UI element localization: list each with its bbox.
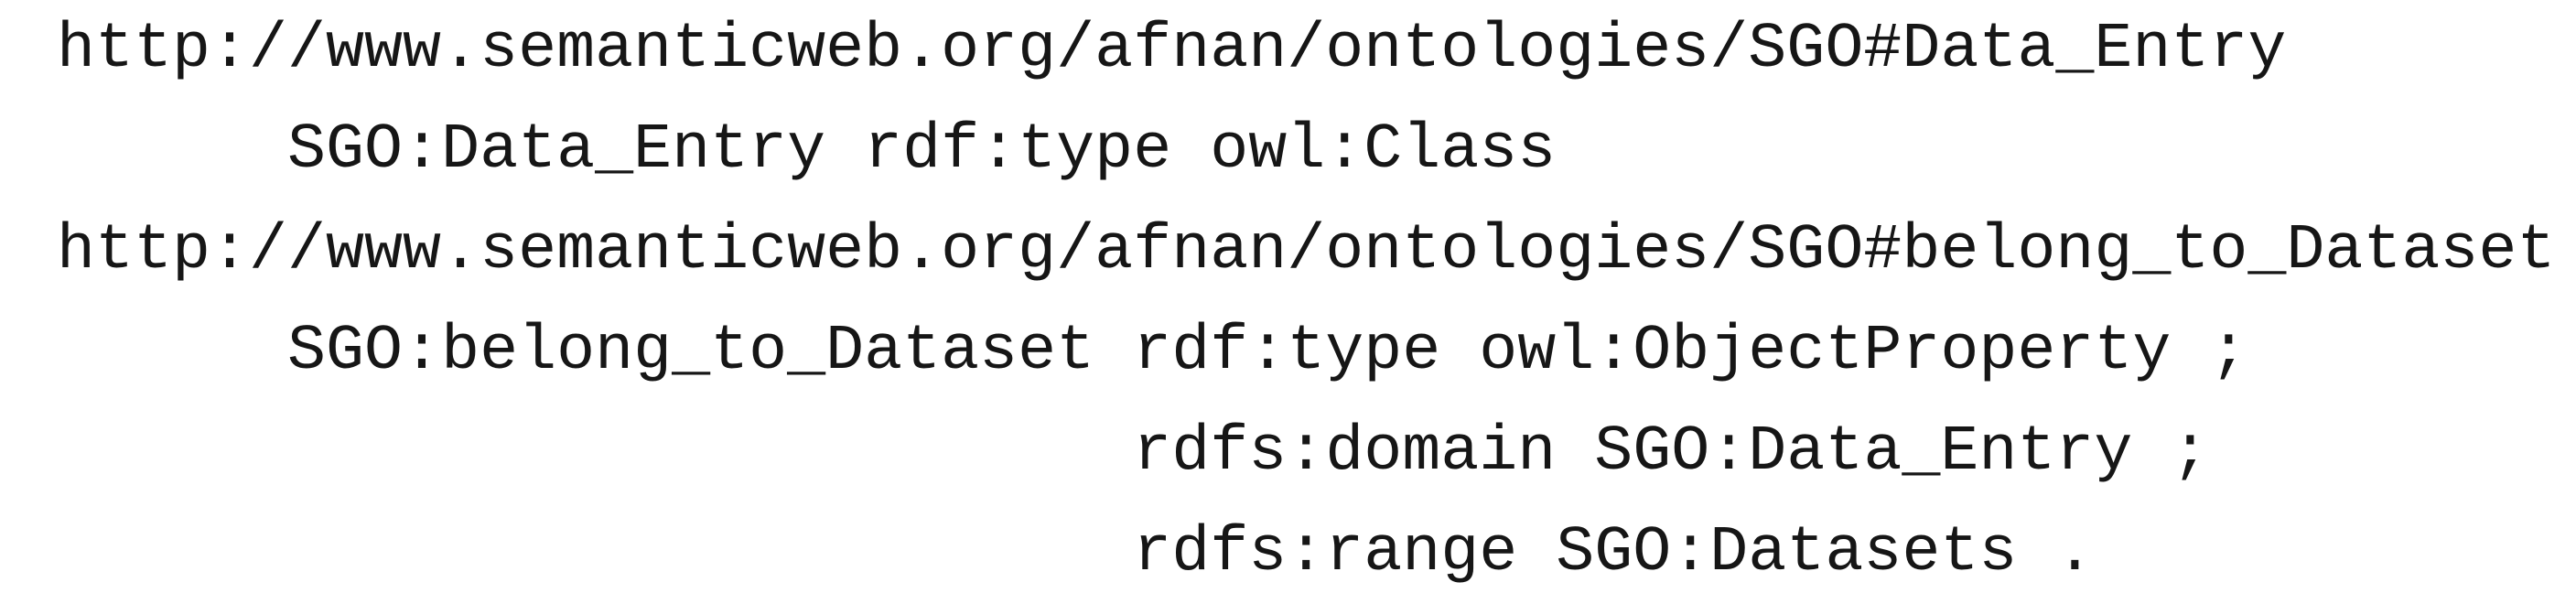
code-line-objectproperty-statement: SGO:belong_to_Dataset rdf:type owl:Objec… <box>57 316 2248 388</box>
code-line-range-statement: rdfs:range SGO:Datasets . <box>57 517 2095 589</box>
code-line-domain-statement: rdfs:domain SGO:Data_Entry ; <box>57 416 2210 489</box>
code-line-iri-data-entry: http://www.semanticweb.org/afnan/ontolog… <box>57 14 2287 86</box>
code-line-iri-belong-to-dataset: http://www.semanticweb.org/afnan/ontolog… <box>57 215 2556 287</box>
code-line-class-statement: SGO:Data_Entry rdf:type owl:Class <box>57 114 1557 187</box>
